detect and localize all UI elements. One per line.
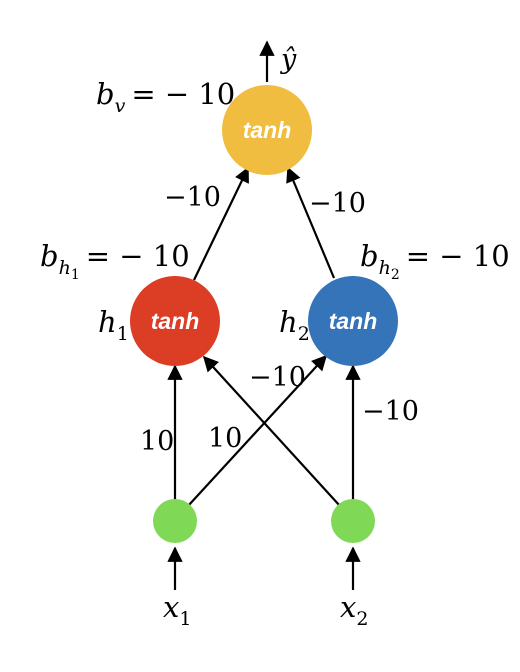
x1-label-symbol: x xyxy=(163,590,179,624)
x2-label-symbol: x xyxy=(340,590,356,624)
x2-label-sub: 2 xyxy=(356,608,368,630)
output-activation-label: tanh xyxy=(243,117,292,143)
x1-node xyxy=(153,499,197,543)
h1-node-circle xyxy=(130,276,220,366)
edge-x2-to-h1 xyxy=(202,355,341,507)
h2-bias-symbol: b xyxy=(360,239,379,273)
output-bias-symbol: b xyxy=(96,77,115,111)
h1-bias-subsub: 1 xyxy=(71,267,80,283)
h1-bias-sub: h xyxy=(59,257,71,279)
output-bias-sub: v xyxy=(115,95,126,117)
x2-label: x2 xyxy=(340,590,368,630)
h2-node-circle xyxy=(308,276,398,366)
h2-label-symbol: h xyxy=(279,305,298,339)
edge-h2-to-output xyxy=(286,166,336,279)
weight-x1-to-h2: 10 xyxy=(208,423,242,454)
x1-label: x1 xyxy=(163,590,191,630)
h2-bias-subsub: 2 xyxy=(391,267,400,283)
h1-node: tanh xyxy=(130,276,220,366)
h2-label-sub: 2 xyxy=(298,323,310,345)
h1-label-sub: 1 xyxy=(117,323,129,345)
weight-h1-to-output: −10 xyxy=(164,182,221,213)
edge-h1-to-output xyxy=(193,166,249,281)
output-bias-label: bv= − 10 xyxy=(96,77,235,117)
h2-activation-label: tanh xyxy=(329,308,378,334)
weight-x1-to-h1: 10 xyxy=(140,426,174,457)
edges xyxy=(167,40,361,590)
edge-x1-to-h2 xyxy=(187,354,328,507)
h2-bias-value: = − 10 xyxy=(406,239,510,273)
h2-bias-label: bh2 = − 10 xyxy=(360,239,510,283)
weight-h2-to-output: −10 xyxy=(309,188,366,219)
h2-node: tanh xyxy=(308,276,398,366)
x1-label-sub: 1 xyxy=(179,608,191,630)
h2-bias-sub: h xyxy=(379,257,391,279)
output-bias-value: = − 10 xyxy=(131,77,235,111)
h1-label: h1 xyxy=(98,305,129,345)
h2-label: h2 xyxy=(279,305,310,345)
h1-bias-label: bh1 = − 10 xyxy=(40,239,190,283)
output-node-circle xyxy=(222,85,312,175)
x2-node xyxy=(331,499,375,543)
h1-label-symbol: h xyxy=(98,305,117,339)
output-node: tanh xyxy=(222,85,312,175)
weight-x2-to-h2: −10 xyxy=(362,396,419,427)
weight-x2-to-h1: −10 xyxy=(249,362,306,393)
h1-bias-value: = − 10 xyxy=(86,239,190,273)
h1-activation-label: tanh xyxy=(151,308,200,334)
output-yhat-label: ŷ xyxy=(280,44,297,75)
h1-bias-symbol: b xyxy=(40,239,59,273)
